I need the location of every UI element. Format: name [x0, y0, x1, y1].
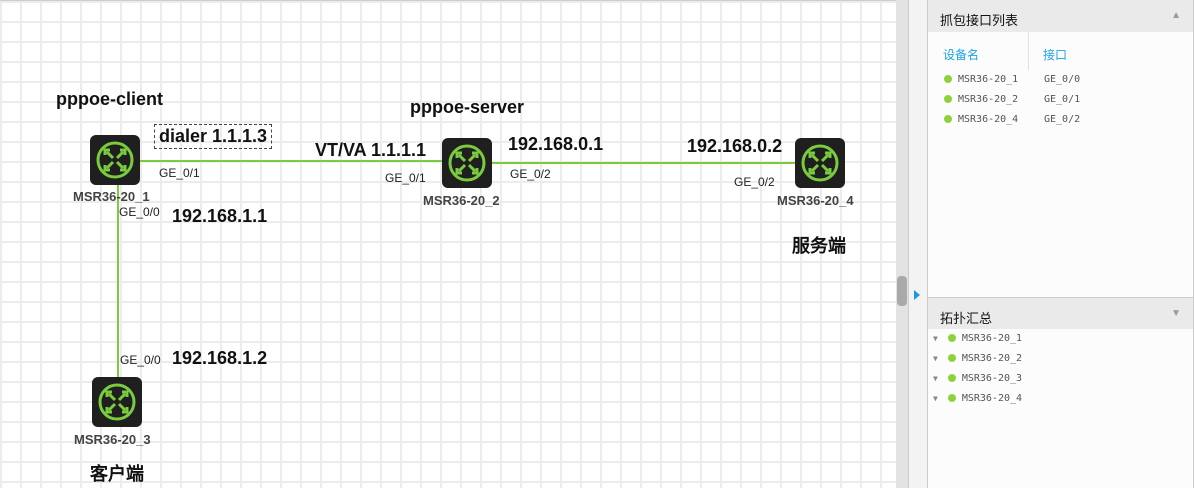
expand-caret-icon[interactable]: ▼ [933, 354, 938, 363]
scrollbar-thumb[interactable] [897, 276, 907, 306]
status-dot-icon [947, 354, 956, 362]
status-dot-icon [947, 394, 956, 402]
capture-port: GE_0/0 [1044, 74, 1081, 85]
topology-canvas[interactable]: MSR36-20_1 MSR36-20_2 MSR36-20_3 MSR36-2… [0, 0, 896, 488]
status-dot-icon [947, 374, 956, 382]
link-r2-r4[interactable] [492, 162, 795, 164]
annotation-ip: 192.168.1.1 [172, 206, 268, 226]
summary-panel-title: 拓扑汇总 [940, 311, 993, 326]
port-label: GE_0/0 [119, 205, 160, 219]
annotation-ip: 192.168.0.1 [508, 134, 604, 154]
collapse-down-icon[interactable]: ▼ [1171, 308, 1181, 319]
annotation-dialer: dialer 1.1.1.3 [154, 124, 273, 149]
router-icon[interactable] [442, 138, 492, 188]
summary-item[interactable]: ▼MSR36-20_3 [933, 373, 1023, 384]
annotation-client: pppoe-client [56, 89, 163, 109]
port-label: GE_0/1 [159, 166, 200, 180]
capture-panel-title: 抓包接口列表 [940, 13, 1019, 28]
column-divider [1028, 32, 1029, 70]
device-label: MSR36-20_4 [777, 193, 854, 208]
device-label: MSR36-20_1 [73, 189, 150, 204]
port-label: GE_0/0 [120, 353, 161, 367]
annotation-client-side: 客户端 [90, 464, 144, 484]
summary-item[interactable]: ▼MSR36-20_2 [933, 353, 1023, 364]
annotation-ip: 192.168.1.2 [172, 348, 268, 368]
summary-panel-header[interactable]: 拓扑汇总 ▼ [928, 297, 1193, 329]
expand-arrow-icon[interactable] [914, 290, 920, 300]
side-panel: 抓包接口列表 ▲ 设备名 接口 MSR36-20_1 GE_0/0 MSR36-… [927, 0, 1194, 488]
device-label: MSR36-20_3 [74, 432, 151, 447]
link-r1-r2[interactable] [140, 160, 442, 162]
port-label: GE_0/2 [734, 175, 775, 189]
status-dot-icon [944, 115, 952, 123]
summary-item[interactable]: ▼MSR36-20_4 [933, 393, 1023, 404]
vertical-scrollbar[interactable] [896, 0, 908, 488]
capture-panel-header[interactable]: 抓包接口列表 ▲ [928, 0, 1193, 32]
capture-port: GE_0/1 [1044, 94, 1081, 105]
status-dot-icon [944, 75, 952, 83]
expand-caret-icon[interactable]: ▼ [933, 374, 938, 383]
summary-item[interactable]: ▼MSR36-20_1 [933, 333, 1023, 344]
capture-row[interactable]: MSR36-20_4 [944, 114, 1018, 125]
collapse-up-icon[interactable]: ▲ [1171, 10, 1181, 21]
capture-port: GE_0/2 [1044, 114, 1081, 125]
port-label: GE_0/2 [510, 167, 551, 181]
expand-caret-icon[interactable]: ▼ [933, 334, 938, 343]
link-r1-r3[interactable] [117, 185, 119, 379]
panel-toggle-strip[interactable] [908, 0, 927, 488]
router-icon[interactable] [90, 135, 140, 185]
annotation-vtva: VT/VA 1.1.1.1 [315, 140, 427, 160]
router-icon[interactable] [92, 377, 142, 427]
column-header-device[interactable]: 设备名 [943, 48, 980, 62]
device-label: MSR36-20_2 [423, 193, 500, 208]
annotation-server-side: 服务端 [792, 236, 846, 256]
router-icon[interactable] [795, 138, 845, 188]
capture-row[interactable]: MSR36-20_1 [944, 74, 1018, 85]
expand-caret-icon[interactable]: ▼ [933, 394, 938, 403]
column-header-port[interactable]: 接口 [1043, 48, 1068, 62]
status-dot-icon [944, 95, 952, 103]
annotation-ip: 192.168.0.2 [687, 136, 783, 156]
port-label: GE_0/1 [385, 171, 426, 185]
annotation-server: pppoe-server [410, 97, 525, 117]
status-dot-icon [947, 334, 956, 342]
capture-row[interactable]: MSR36-20_2 [944, 94, 1018, 105]
